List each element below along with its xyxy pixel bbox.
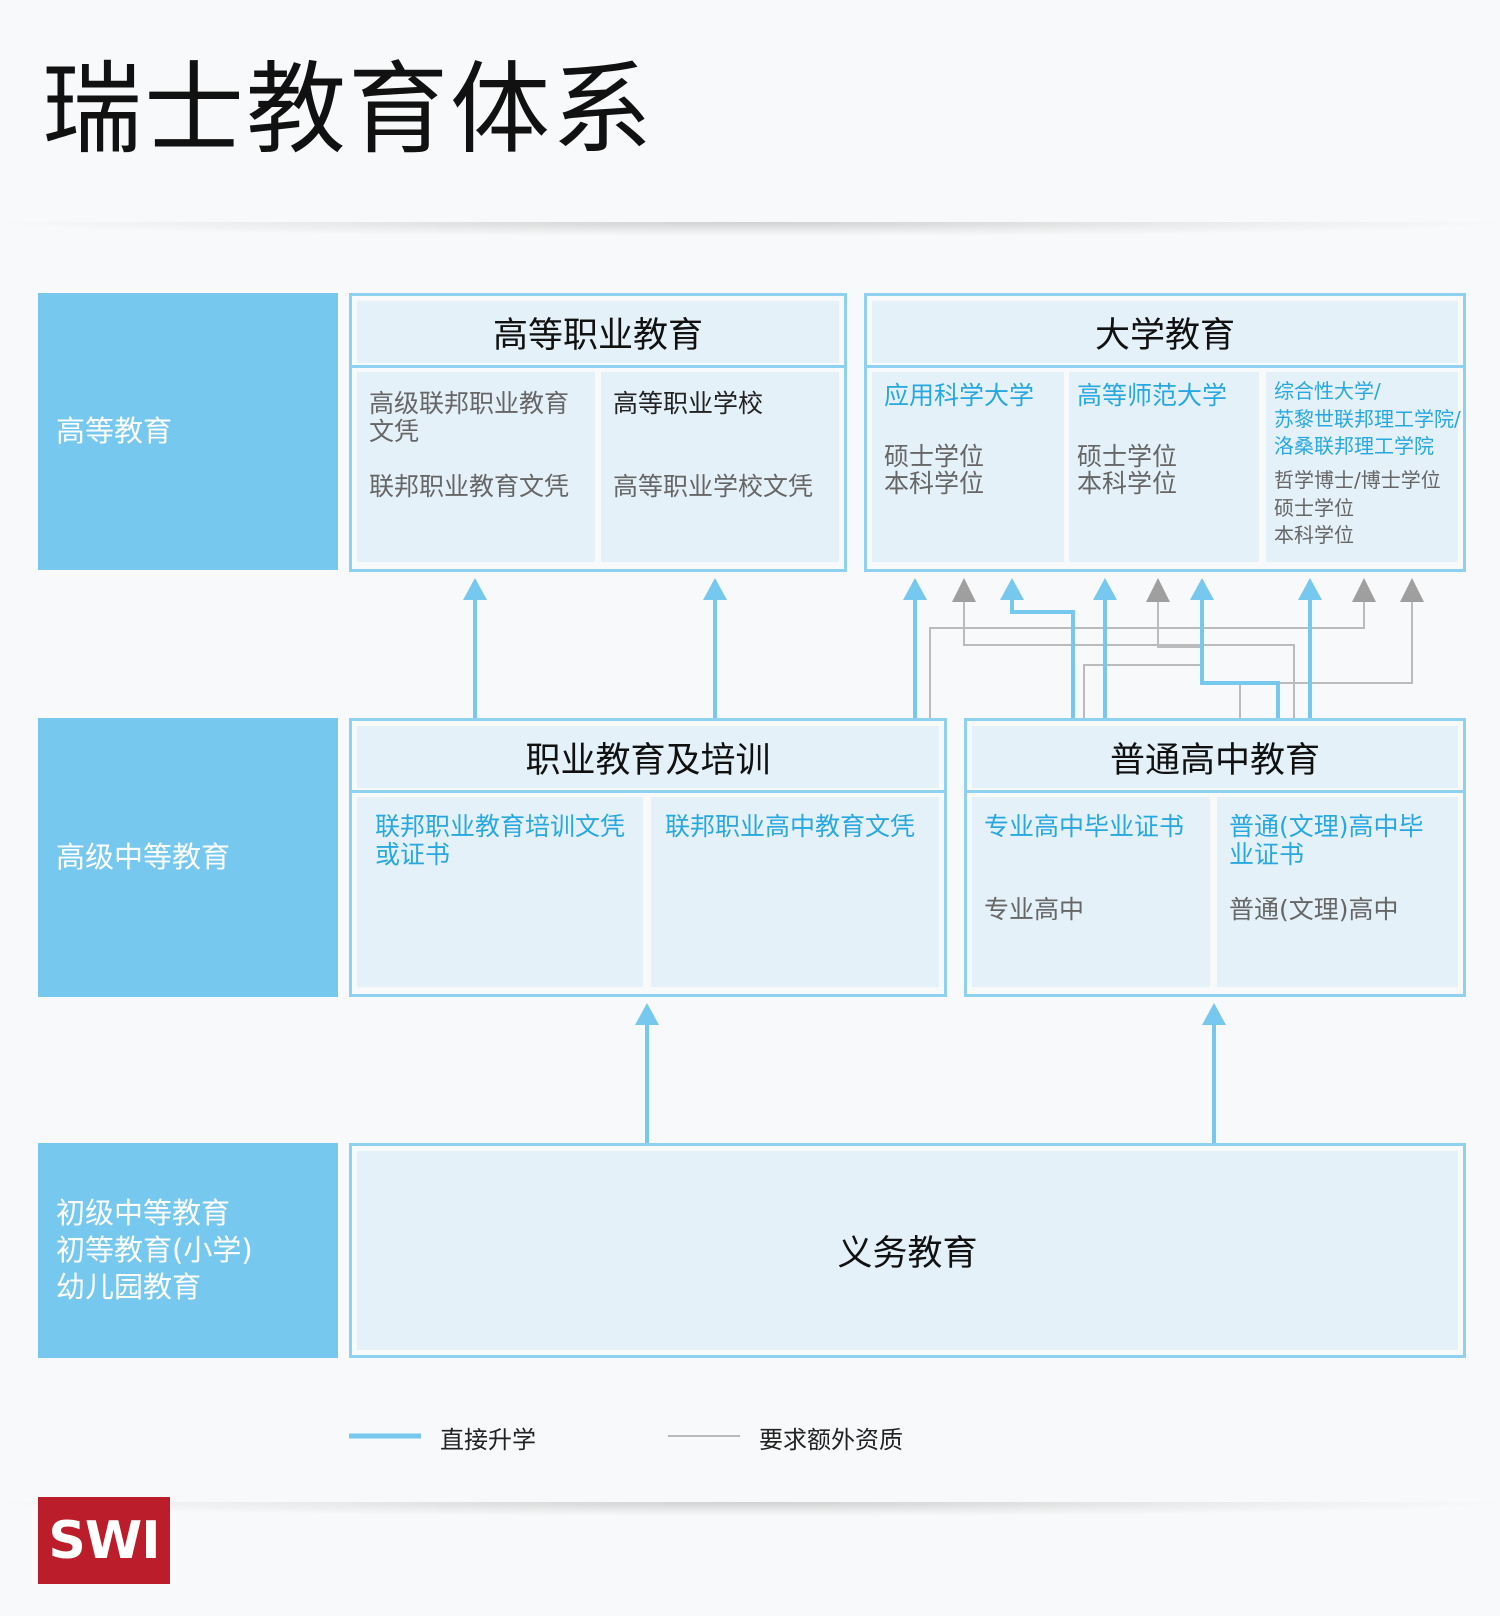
level-tertiary-label: 高等教育 (56, 413, 173, 448)
divider (352, 790, 944, 793)
swi-logo: SWI (38, 1497, 170, 1584)
federal-vocational-baccalaureate: 联邦职业高中教育文凭 (665, 812, 916, 841)
university-type: 综合性大学/ (1274, 379, 1381, 403)
arrow-up-blue-icon (703, 578, 727, 600)
blue-connector (1200, 595, 1280, 718)
level-tertiary: 高等教育 (38, 293, 338, 570)
university-type: 洛桑联邦理工学院 (1274, 434, 1434, 459)
applied-sciences-university: 应用科学大学 (884, 381, 1035, 410)
university-header: 大学教育 (872, 301, 1458, 363)
level-upper-secondary-label: 高级中等教育 (56, 839, 231, 874)
degree-master: 硕士学位 (1077, 442, 1178, 471)
degree-bachelor: 本科学位 (884, 469, 985, 498)
general-high-school-col2: 普通(文理)高中毕业证书 普通(文理)高中 (1217, 797, 1458, 987)
vocational-training-title: 职业教育及培训 (525, 740, 771, 781)
degree-bachelor: 本科学位 (1077, 469, 1178, 498)
university-col1: 应用科学大学 硕士学位 本科学位 (872, 372, 1064, 562)
higher-vocational-diploma: 高等职业学校文凭 (613, 472, 814, 501)
degree-bachelor: 本科学位 (1274, 523, 1354, 548)
general-high-school-col1: 专业高中毕业证书 专业高中 (972, 797, 1210, 987)
general-high-school-header: 普通高中教育 (972, 726, 1458, 788)
general-high-school-title: 普通高中教育 (1109, 740, 1320, 781)
federal-vet-certificate: 联邦职业教育培训文凭或证书 (375, 812, 626, 869)
divider-bottom (0, 1502, 1500, 1516)
arrow-up-blue-icon (635, 1003, 659, 1025)
blue-arrowheads (463, 578, 1322, 1025)
level-lower-label: 初级中等教育 (56, 1195, 231, 1230)
federal-vocational-diploma: 联邦职业教育文凭 (369, 472, 570, 501)
university-degrees: 哲学博士/博士学位 硕士学位 本科学位 (1274, 467, 1441, 550)
vocational-training-col1: 联邦职业教育培训文凭或证书 (357, 797, 643, 987)
additional-qualification-lines (929, 598, 1413, 718)
degree-master: 硕士学位 (1274, 495, 1354, 520)
level-lower-label: 初等教育(小学) (56, 1232, 253, 1267)
swi-logo-text: SWI (48, 1510, 160, 1571)
gray-connector (929, 598, 1365, 718)
gray-connector (1239, 598, 1413, 718)
level-lower: 初级中等教育 初等教育(小学) 幼儿园教育 (38, 1143, 338, 1358)
specialised-school: 专业高中 (984, 895, 1085, 924)
divider-top (0, 222, 1500, 236)
university-col2: 高等师范大学 硕士学位 本科学位 (1069, 372, 1259, 562)
higher-vocational-school: 高等职业学校 (613, 389, 764, 418)
blue-connector (1010, 595, 1075, 718)
level-upper-secondary: 高级中等教育 (38, 718, 338, 997)
higher-vocational-header: 高等职业教育 (357, 301, 839, 363)
degree-master: 硕士学位 (884, 442, 985, 471)
university-title: 大学教育 (1094, 315, 1235, 356)
higher-vocational-col2: 高等职业学校 高等职业学校文凭 (601, 372, 839, 562)
gray-connector (963, 598, 1295, 718)
federal-advanced-diploma: 高级联邦职业教育文凭 (369, 389, 570, 446)
legend-direct-label: 直接升学 (440, 1426, 536, 1454)
arrow-up-gray-icon (1352, 578, 1376, 602)
arrow-up-gray-icon (952, 578, 976, 602)
arrow-up-blue-icon (1000, 578, 1024, 600)
arrow-up-blue-icon (463, 578, 487, 600)
arrow-up-blue-icon (1298, 578, 1322, 600)
divider (867, 365, 1463, 368)
degree-doctorate: 哲学博士/博士学位 (1274, 468, 1441, 492)
page-title: 瑞士教育体系 (42, 51, 654, 168)
arrow-up-blue-icon (1202, 1003, 1226, 1025)
arrow-up-gray-icon (1400, 578, 1424, 602)
arrow-up-blue-icon (1190, 578, 1214, 600)
university-col3: 综合性大学/ 苏黎世联邦理工学院/ 洛桑联邦理工学院 哲学博士/博士学位 硕士学… (1266, 372, 1461, 562)
legend-additional-label: 要求额外资质 (759, 1426, 903, 1454)
divider (967, 790, 1463, 793)
university-types: 综合性大学/ 苏黎世联邦理工学院/ 洛桑联邦理工学院 (1274, 378, 1461, 461)
vocational-training-header: 职业教育及培训 (357, 726, 939, 788)
direct-progression-lines (473, 595, 1312, 1143)
arrow-up-blue-icon (903, 578, 927, 600)
level-lower-label: 幼儿园教育 (56, 1270, 202, 1305)
baccalaureate-certificate: 普通(文理)高中毕业证书 (1229, 812, 1424, 869)
baccalaureate-school: 普通(文理)高中 (1229, 895, 1399, 924)
teacher-university: 高等师范大学 (1077, 381, 1228, 410)
compulsory-title: 义务教育 (837, 1234, 978, 1274)
higher-vocational-title: 高等职业教育 (492, 315, 703, 356)
gray-connector (1083, 598, 1203, 718)
higher-vocational-col1: 高级联邦职业教育文凭 联邦职业教育文凭 (357, 372, 595, 562)
specialised-school-certificate: 专业高中毕业证书 (984, 812, 1185, 841)
university-type: 苏黎世联邦理工学院/ (1274, 406, 1461, 431)
gray-arrowheads (952, 578, 1424, 602)
arrow-up-gray-icon (1146, 578, 1170, 602)
arrow-up-blue-icon (1093, 578, 1117, 600)
divider (352, 365, 844, 368)
compulsory-panel: 义务教育 (357, 1151, 1458, 1350)
vocational-training-col2: 联邦职业高中教育文凭 (651, 797, 939, 987)
